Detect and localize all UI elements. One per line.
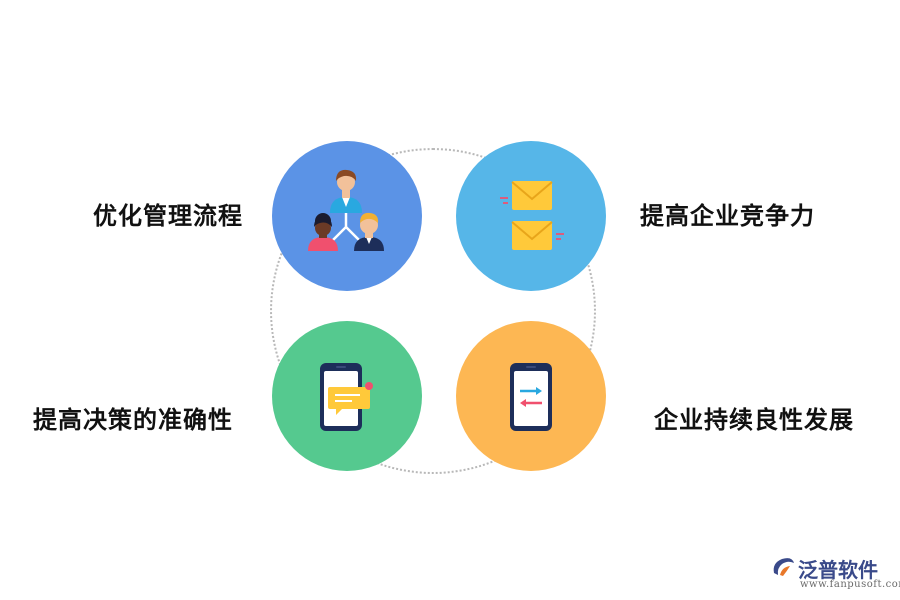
circle-competitiveness (456, 141, 606, 291)
dotted-ring-connector (270, 148, 596, 474)
fanpu-logo-icon (773, 558, 794, 576)
envelopes-icon (500, 181, 564, 250)
team-hierarchy-icon (308, 169, 384, 251)
watermark-url: www.fanpusoft.com (800, 579, 900, 590)
watermark-logo: 泛普软件 www.fanpusoft.com (770, 553, 900, 595)
label-sustainable-development: 企业持续良性发展 (654, 406, 854, 434)
phone-message-icon (320, 363, 373, 431)
watermark-name: 泛普软件 (798, 558, 878, 582)
label-competitiveness: 提高企业竞争力 (640, 202, 815, 230)
circle-decision-accuracy (272, 321, 422, 471)
label-decision-accuracy: 提高决策的准确性 (33, 406, 233, 434)
circle-sustainable-development (456, 321, 606, 471)
phone-transfer-icon (510, 363, 552, 431)
label-optimize-management: 优化管理流程 (93, 202, 243, 230)
circle-optimize-management (272, 141, 422, 291)
